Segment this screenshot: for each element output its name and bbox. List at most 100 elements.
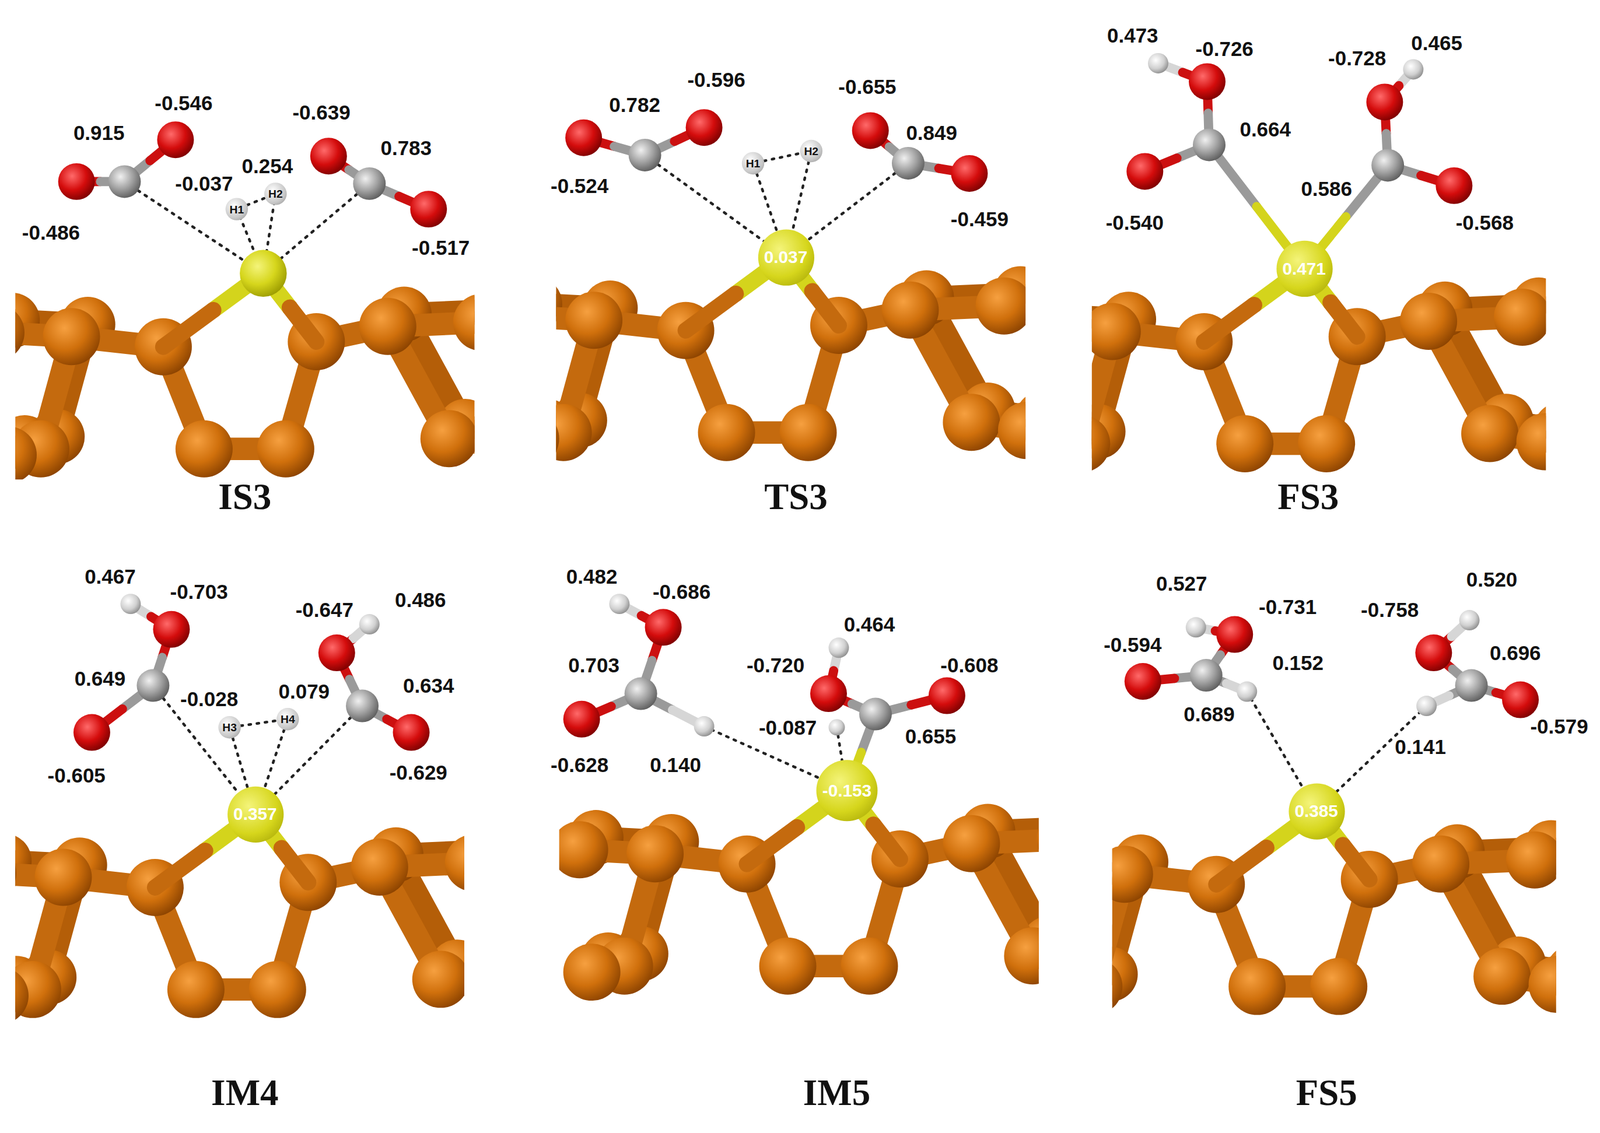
atom — [563, 701, 601, 738]
structure-panel — [15, 593, 465, 1025]
charge-value: -0.037 — [174, 172, 233, 195]
atom — [58, 163, 96, 201]
charge-value: -0.596 — [687, 68, 745, 91]
charge-value: -0.568 — [1455, 211, 1514, 234]
atom — [1188, 62, 1226, 100]
charge-value: -0.720 — [746, 653, 805, 677]
charge-value: -0.594 — [1103, 633, 1162, 656]
charge-value: -0.524 — [550, 174, 609, 197]
structure-panel — [1091, 53, 1546, 479]
atom — [1402, 58, 1424, 80]
charge-value: 0.696 — [1489, 641, 1542, 664]
interaction-line — [232, 738, 248, 789]
atom — [1459, 610, 1480, 631]
structure-title: TS3 — [764, 477, 828, 518]
atom — [852, 111, 889, 149]
atom — [828, 637, 849, 658]
charge-value: 0.520 — [1466, 568, 1518, 591]
structure-title: FS3 — [1277, 477, 1339, 518]
hydrogen-atom: H2 — [264, 182, 287, 205]
structure-title: IS3 — [218, 477, 272, 518]
charge-value: -0.758 — [1360, 599, 1419, 622]
charge-value: -0.486 — [22, 221, 80, 244]
atom — [810, 675, 847, 713]
charge-value: 0.486 — [394, 588, 447, 611]
adsorbate-molecules — [58, 121, 448, 297]
atom-label: H2 — [803, 145, 819, 157]
atom-charge: 0.037 — [764, 248, 808, 266]
atom-charge: 0.357 — [233, 805, 277, 824]
copper-surface — [1091, 268, 1546, 479]
atom — [828, 719, 845, 736]
charge-value: 0.254 — [242, 155, 294, 178]
interaction-line — [124, 181, 264, 273]
charge-value: 0.464 — [844, 613, 896, 636]
atom — [1126, 152, 1164, 190]
adsorption-atom: 0.471 — [1276, 240, 1333, 297]
hydrogen-atom: H1 — [225, 197, 248, 220]
charge-value: -0.628 — [550, 754, 609, 777]
atom — [565, 119, 602, 157]
atom-label: H1 — [746, 157, 761, 169]
charge-value: -0.028 — [180, 687, 238, 710]
charge-value: -0.517 — [411, 236, 470, 259]
charge-value: -0.087 — [758, 716, 817, 739]
atom — [859, 698, 892, 731]
charge-value: -0.655 — [838, 75, 896, 98]
interaction-line — [247, 197, 266, 205]
charge-value: 0.849 — [905, 121, 958, 144]
charge-value: 0.915 — [73, 121, 125, 144]
atom — [950, 155, 988, 192]
atom-charge: -0.153 — [822, 782, 872, 800]
atom — [1455, 669, 1489, 703]
copper-surface — [15, 273, 475, 480]
atom-label: H3 — [222, 722, 237, 734]
adsorption-atom: -0.153 — [816, 760, 878, 822]
charge-value: -0.639 — [292, 100, 350, 124]
structure-panel — [559, 593, 1039, 1001]
hydrogen-atom: H1 — [741, 152, 765, 175]
atom — [1416, 695, 1437, 717]
charge-value: 0.664 — [1239, 118, 1291, 141]
atom-label: H4 — [280, 713, 296, 726]
copper-surface — [559, 790, 1039, 1001]
atom — [891, 146, 925, 180]
charge-value: 0.141 — [1394, 735, 1447, 758]
atom — [156, 121, 194, 159]
atom — [1415, 634, 1452, 672]
copper-surface — [555, 257, 1026, 468]
atom-label: H2 — [268, 188, 283, 200]
charge-value: 0.140 — [649, 754, 702, 777]
charge-value: -0.686 — [652, 580, 711, 603]
atom — [608, 593, 630, 615]
adsorbate-molecules — [1126, 53, 1473, 269]
charge-value: 0.689 — [1183, 702, 1235, 726]
charge-value: -0.608 — [940, 653, 999, 677]
charge-value: 0.649 — [74, 667, 126, 690]
adsorption-atom: 0.357 — [226, 786, 283, 843]
atom — [1124, 663, 1162, 700]
atom — [685, 109, 723, 146]
structure-panel — [15, 121, 475, 480]
structure-title: FS5 — [1296, 1073, 1358, 1115]
charge-value: -0.605 — [47, 764, 106, 787]
charge-value: 0.655 — [905, 725, 957, 748]
charge-value: 0.467 — [84, 565, 136, 588]
structure-title: IM5 — [803, 1073, 871, 1115]
interaction-line — [764, 153, 801, 161]
atom-charge: 0.385 — [1294, 802, 1338, 821]
adsorbate-molecules — [73, 593, 430, 815]
hydrogen-atom: H2 — [799, 139, 822, 163]
atom — [694, 716, 715, 737]
structure-title: IM4 — [211, 1073, 279, 1115]
atom — [152, 611, 190, 649]
atom — [1189, 659, 1223, 692]
charge-value: -0.728 — [1328, 46, 1386, 69]
charge-value: 0.586 — [1300, 177, 1353, 200]
charge-value: 0.465 — [1411, 31, 1463, 54]
structure-panel — [1112, 610, 1557, 1022]
atom — [1435, 167, 1473, 205]
copper-surface — [15, 814, 465, 1025]
